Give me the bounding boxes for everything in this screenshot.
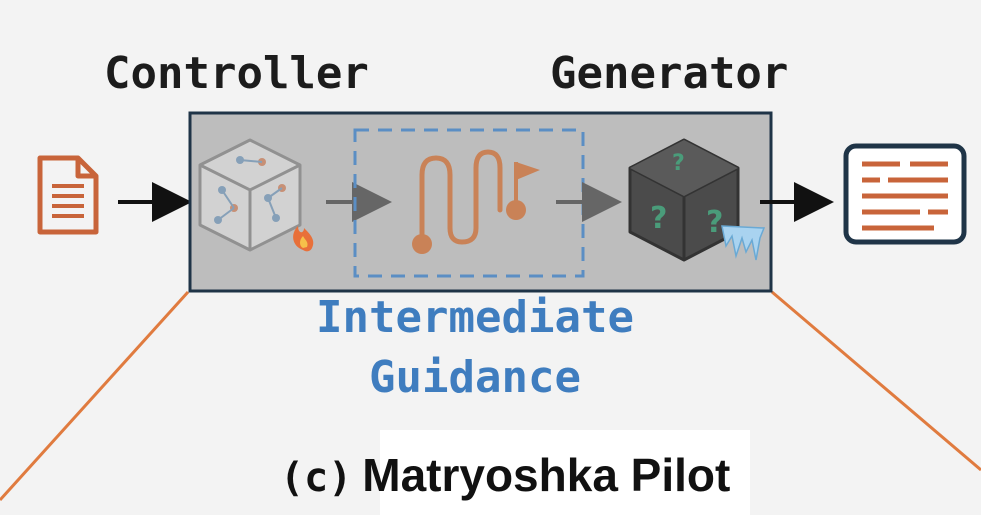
controller-label: Controller xyxy=(104,48,369,99)
guidance-label-line2: Guidance xyxy=(369,352,581,403)
caption-title: Matryoshka Pilot xyxy=(362,449,731,501)
generator-label: Generator xyxy=(550,48,789,99)
ice-icon xyxy=(721,225,766,261)
zoom-line-left xyxy=(0,290,190,502)
guidance-label-line1: Intermediate xyxy=(316,292,634,343)
zoom-line-right xyxy=(771,290,981,472)
figure-caption: (c)Matryoshka Pilot xyxy=(280,448,730,502)
svg-text:?: ? xyxy=(650,201,667,236)
text-lines-output-icon xyxy=(843,143,967,245)
caption-background xyxy=(380,430,750,515)
fire-icon xyxy=(293,226,314,252)
winding-path-with-flag-icon xyxy=(412,149,540,254)
question-mark-black-box-icon: ? ? ? xyxy=(628,138,740,262)
svg-text:?: ? xyxy=(706,205,723,240)
neural-network-cube-icon xyxy=(198,138,302,252)
document-icon xyxy=(37,155,99,235)
caption-prefix: (c) xyxy=(280,455,353,501)
svg-text:?: ? xyxy=(672,151,685,176)
